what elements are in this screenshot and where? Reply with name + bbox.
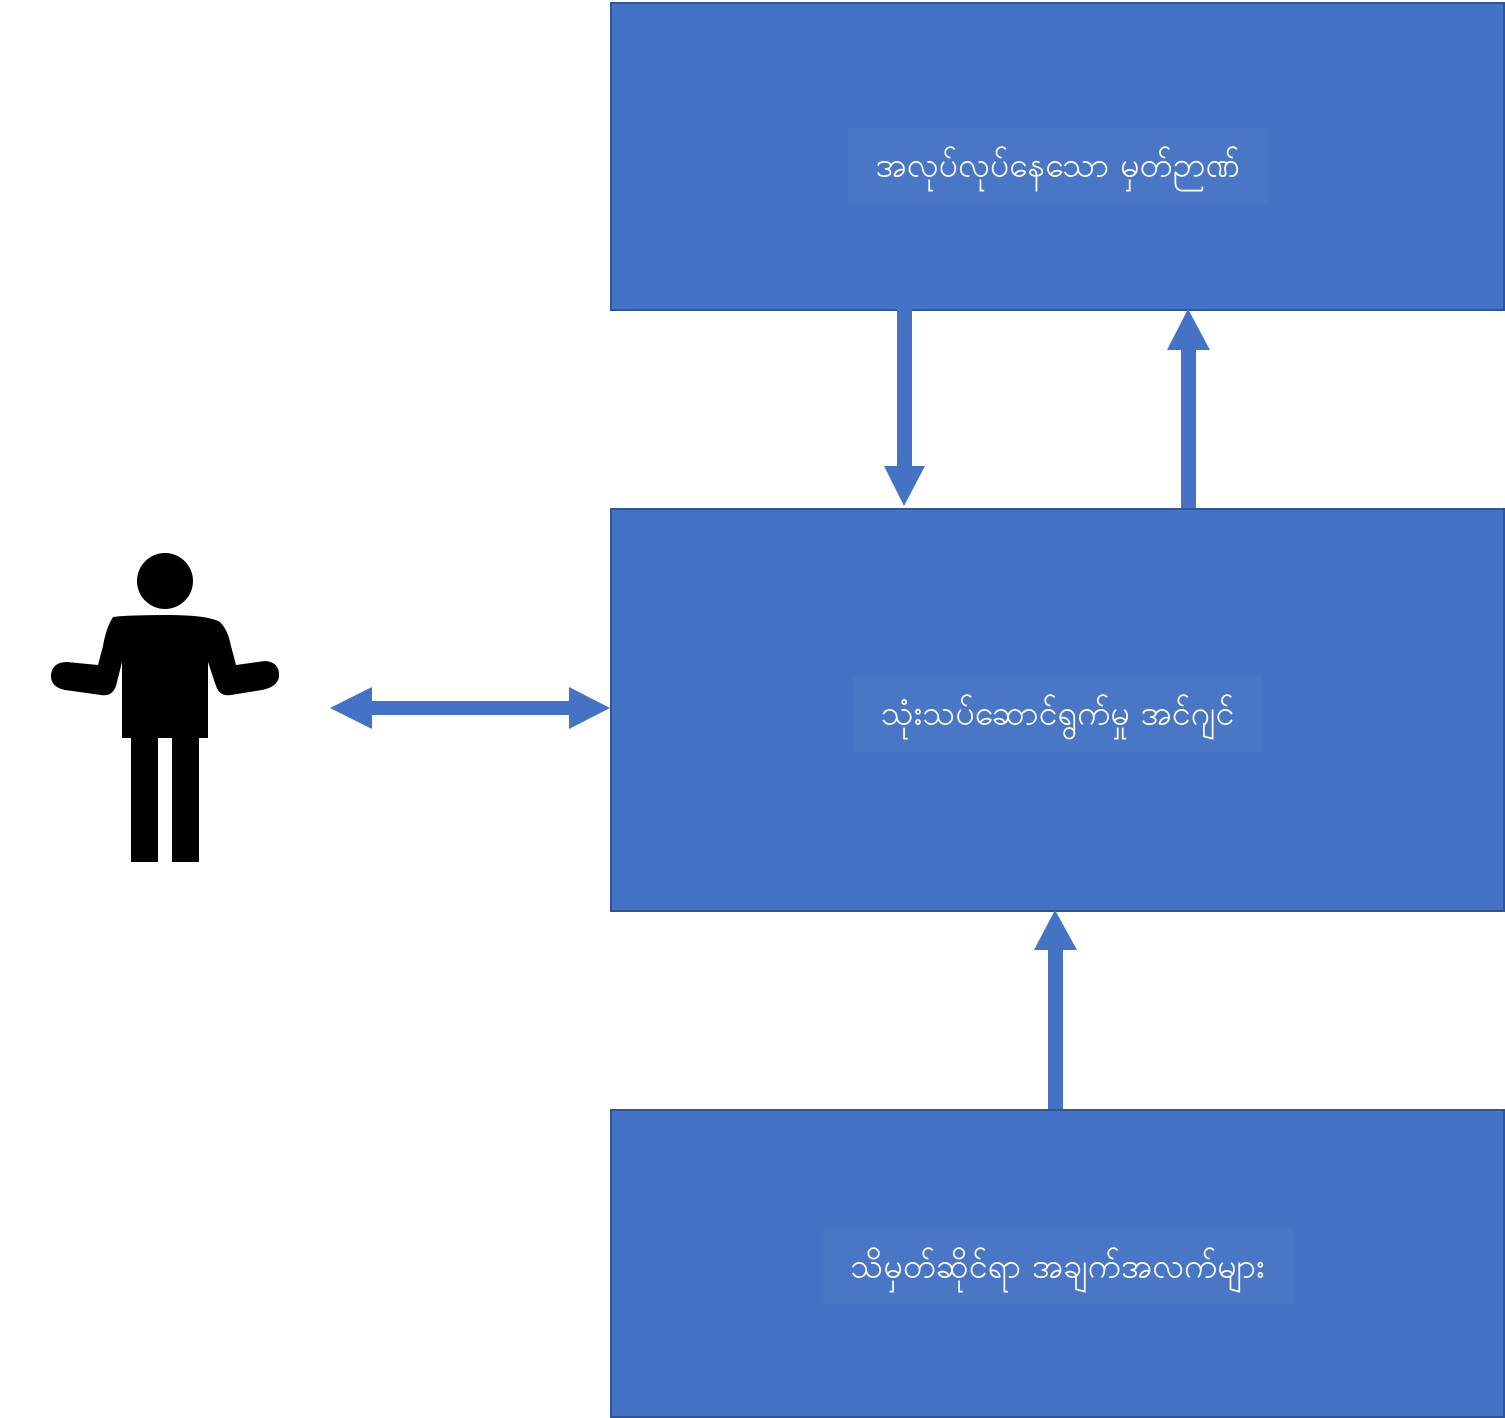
arrow-knowledge-to-engine — [1034, 910, 1077, 1109]
engagement-engine-label: သုံးသပ်ဆောင်ရွက်မှု အင်ဂျင် — [852, 675, 1263, 753]
knowledge-base-box: သိမှတ်ဆိုင်ရာ အချက်အလက်များ — [610, 1109, 1505, 1418]
working-memory-box: အလုပ်လုပ်နေသော မှတ်ဉာဏ် — [610, 2, 1505, 311]
person-icon — [50, 553, 280, 862]
knowledge-base-label: သိမှတ်ဆိုင်ရာ အချက်အလက်များ — [822, 1228, 1293, 1305]
arrow-user-engine — [330, 687, 610, 729]
engagement-engine-box: သုံးသပ်ဆောင်ရွက်မှု အင်ဂျင် — [610, 508, 1505, 912]
working-memory-label: အလုပ်လုပ်နေသော မှတ်ဉာဏ် — [847, 127, 1268, 205]
arrow-memory-to-engine — [884, 309, 925, 506]
arrow-engine-to-memory — [1167, 309, 1210, 508]
